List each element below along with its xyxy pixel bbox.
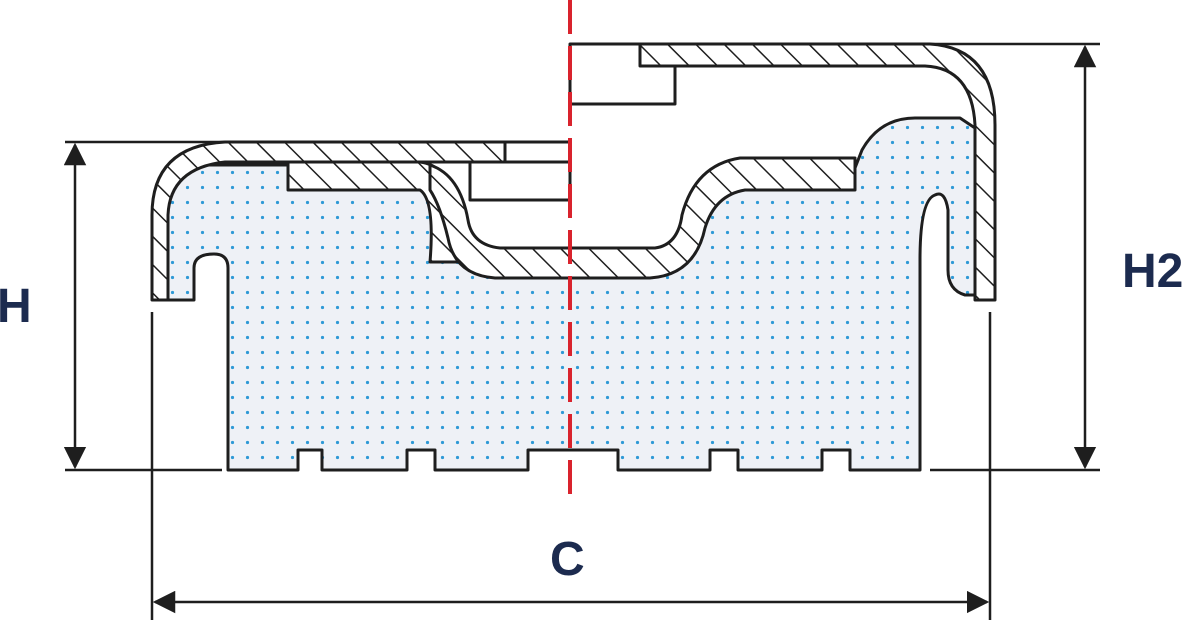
left-shell: [150, 140, 507, 302]
label-c: C: [550, 533, 585, 586]
center-channel: [428, 156, 857, 280]
small-plain-strip: [503, 140, 572, 164]
label-h2: H2: [1122, 245, 1183, 298]
extension-lines: [65, 42, 1100, 620]
label-h: H: [0, 280, 32, 333]
mid-plain-block: [468, 160, 572, 202]
right-shell: [638, 42, 997, 302]
